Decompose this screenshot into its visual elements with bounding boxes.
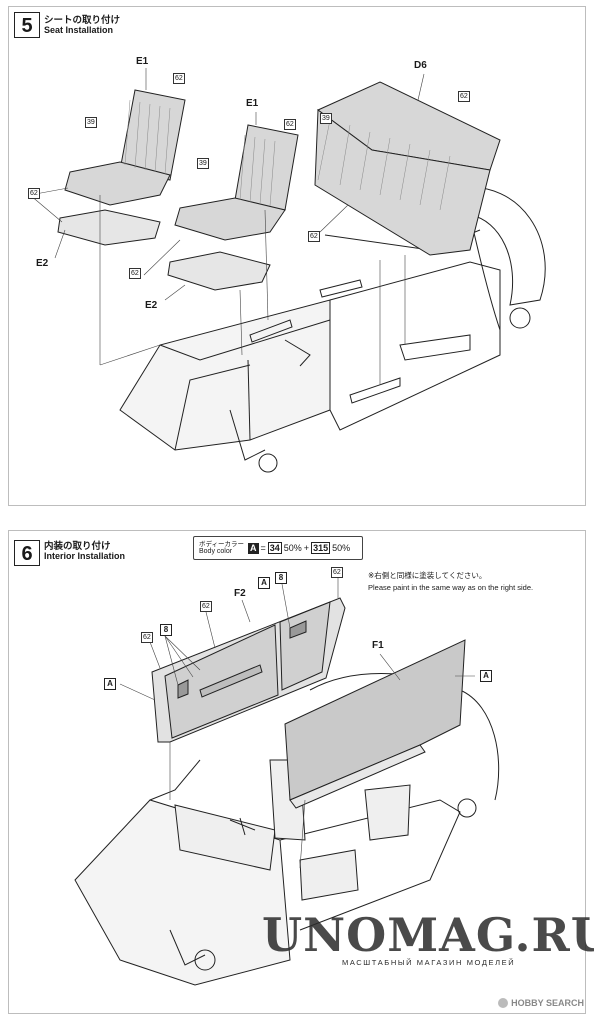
seat-e1-left xyxy=(57,89,186,246)
credit-text: HOBBY SEARCH xyxy=(511,998,584,1008)
body-color-label-jp: ボディーカラー xyxy=(199,540,245,548)
paint-code-39: 39 xyxy=(320,113,332,124)
color-marker-a: A xyxy=(480,670,492,682)
paint-code-62: 62 xyxy=(458,91,470,102)
step-6-title-en: Interior Installation xyxy=(44,551,126,561)
body-color-pct-1: 50% xyxy=(283,543,302,553)
note-en: Please paint in the same way as on the r… xyxy=(368,583,534,592)
paint-code-62: 62 xyxy=(331,567,343,578)
body-color-plus: + xyxy=(303,543,310,553)
color-marker-a: A xyxy=(104,678,116,690)
step-6-title-jp: 内装の取り付け xyxy=(44,541,111,552)
body-color-pct-2: 50% xyxy=(332,543,351,553)
side-panel-f1 xyxy=(284,639,466,809)
door-panel-f2 xyxy=(151,597,346,743)
paint-code-62: 62 xyxy=(28,188,40,199)
step6-leader-lines xyxy=(119,578,475,869)
bench-seat-d6 xyxy=(314,81,501,256)
body-color-formula: A = 34 50% + 315 50% xyxy=(248,542,350,554)
body-color-code-2: 315 xyxy=(311,542,331,554)
part-label-d6: D6 xyxy=(414,60,427,71)
part-label-f2: F2 xyxy=(234,588,246,599)
note-jp: ※右側と同様に塗装してください。 xyxy=(368,571,487,580)
watermark-tagline: МАСШТАБНЫЙ МАГАЗИН МОДЕЛЕЙ xyxy=(342,958,516,967)
paint-code-39: 39 xyxy=(197,158,209,169)
color-marker-a: A xyxy=(258,577,270,589)
paint-code-8: 8 xyxy=(275,572,287,584)
part-label-e1-left: E1 xyxy=(136,56,149,67)
paint-code-62: 62 xyxy=(173,73,185,84)
step-6-panel xyxy=(8,530,586,1014)
step-5-title-jp: シートの取り付け xyxy=(44,15,121,26)
hobby-search-credit: HOBBY SEARCH xyxy=(498,998,584,1008)
paint-code-62: 62 xyxy=(200,601,212,612)
body-color-equals: = xyxy=(260,543,266,553)
part-label-e2-left: E2 xyxy=(36,258,49,269)
step5-chassis xyxy=(119,186,546,473)
step-number-5: 5 xyxy=(14,12,40,38)
body-color-box-letter: A xyxy=(248,542,259,554)
step-5-panel xyxy=(8,6,586,506)
paint-code-8: 8 xyxy=(160,624,172,636)
step-5-title-en: Seat Installation xyxy=(44,25,114,35)
step6-chassis xyxy=(74,673,500,986)
paint-code-62: 62 xyxy=(141,632,153,643)
paint-code-62: 62 xyxy=(284,119,296,130)
body-color-label-en: Body color xyxy=(199,548,233,555)
part-label-e2-right: E2 xyxy=(145,300,158,311)
paint-code-62: 62 xyxy=(129,268,141,279)
hobby-search-icon xyxy=(498,998,509,1008)
part-label-f1: F1 xyxy=(372,640,384,651)
paint-code-39: 39 xyxy=(85,117,97,128)
body-color-code-1: 34 xyxy=(267,542,282,554)
body-color-box: ボディーカラー Body color A = 34 50% + 315 50% xyxy=(193,536,363,560)
watermark-logo: UNOMAG.RU xyxy=(262,908,594,962)
step5-leader-lines xyxy=(29,68,425,385)
paint-code-62: 62 xyxy=(308,231,320,242)
step-number-6: 6 xyxy=(14,540,40,566)
seat-e1-right xyxy=(167,124,299,291)
part-label-e1-right: E1 xyxy=(246,98,259,109)
